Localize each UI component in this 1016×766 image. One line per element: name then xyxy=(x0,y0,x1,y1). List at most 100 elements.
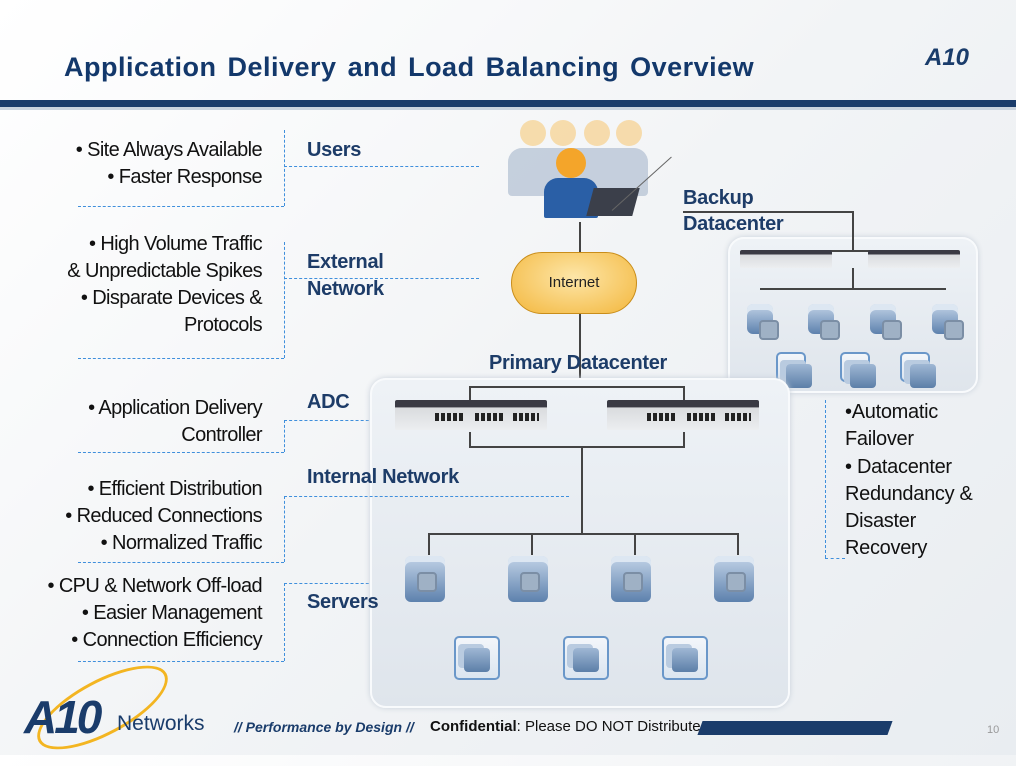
a10-logo-corner: A10 xyxy=(925,44,970,71)
label-adc: ADC xyxy=(307,391,350,413)
adc-bullets: • Application Delivery Controller xyxy=(88,395,262,449)
adc-appliance xyxy=(607,400,759,430)
connector-line xyxy=(579,314,581,388)
connector-line xyxy=(737,533,739,555)
backup-adc-appliance xyxy=(740,250,832,268)
connector-line xyxy=(469,386,471,402)
dashed-divider xyxy=(825,558,845,559)
slide-title: Application Delivery and Load Balancing … xyxy=(64,52,755,82)
connector-line xyxy=(581,446,583,534)
dashed-divider xyxy=(825,400,826,558)
adc-appliance xyxy=(395,400,547,430)
bullet: Redundancy & xyxy=(845,482,973,505)
bullet: • CPU & Network Off-load xyxy=(47,575,262,597)
external-bullets: • High Volume Traffic & Unpredictable Sp… xyxy=(67,231,262,339)
bullet: & Unpredictable Spikes xyxy=(67,260,262,282)
connector-line xyxy=(683,211,853,213)
bullet: • Normalized Traffic xyxy=(100,532,263,554)
connector-line xyxy=(469,446,685,448)
server-icon xyxy=(405,556,445,602)
backup-adc-appliance xyxy=(868,250,960,268)
connector-line xyxy=(428,533,739,535)
connector-line xyxy=(782,250,914,252)
dashed-divider xyxy=(284,166,479,167)
server-icon xyxy=(714,556,754,602)
dashed-divider xyxy=(284,583,379,584)
virtual-server-icon xyxy=(563,636,609,680)
bullet: • Faster Response xyxy=(107,166,262,188)
connector-line xyxy=(683,432,685,448)
backup-server-icon xyxy=(932,304,964,340)
server-icon xyxy=(611,556,651,602)
bullet: Controller xyxy=(181,424,262,446)
bullet: • High Volume Traffic xyxy=(88,233,263,255)
label-external-network: External Network xyxy=(307,251,384,300)
bullet: Disaster xyxy=(845,510,916,533)
virtual-server-icon xyxy=(454,636,500,680)
servers-bullets: • CPU & Network Off-load • Easier Manage… xyxy=(47,573,262,654)
dashed-divider xyxy=(284,420,379,421)
backup-vm-icon xyxy=(900,352,936,388)
connector-line xyxy=(683,386,685,402)
label-users: Users xyxy=(307,139,362,161)
bullet: •Automatic xyxy=(845,401,938,423)
title-band-shadow xyxy=(0,107,1016,110)
dashed-divider xyxy=(284,420,285,452)
dashed-divider xyxy=(78,661,284,662)
dashed-divider xyxy=(78,452,284,453)
connector-line xyxy=(428,533,430,555)
bullet: • Connection Efficiency xyxy=(71,629,262,651)
connector-line xyxy=(579,222,581,254)
bullet: • Easier Management xyxy=(81,602,263,624)
backup-server-icon xyxy=(870,304,902,340)
brand-name: Networks xyxy=(117,712,205,735)
internet-cloud: Internet xyxy=(511,252,637,314)
backup-server-icon xyxy=(747,304,779,340)
bullet: Recovery xyxy=(845,537,928,560)
bullet: • Application Delivery xyxy=(88,397,262,419)
internet-label: Internet xyxy=(548,274,600,291)
bullet: • Reduced Connections xyxy=(65,505,262,527)
dashed-divider xyxy=(284,242,285,358)
label-backup-datacenter: Backup Datacenter xyxy=(683,187,784,235)
dashed-divider xyxy=(284,496,285,562)
bullet: • Disparate Devices & xyxy=(80,287,263,309)
bullet: Failover xyxy=(845,428,914,451)
backup-server-icon xyxy=(808,304,840,340)
bullet: • Site Always Available xyxy=(75,139,263,161)
connector-line xyxy=(634,533,636,555)
internal-bullets: • Efficient Distribution • Reduced Conne… xyxy=(65,476,262,557)
connector-line xyxy=(760,288,946,290)
footer-bar xyxy=(697,721,893,735)
connector-line xyxy=(852,268,854,288)
label-internal-network: Internal Network xyxy=(307,466,459,488)
dashed-divider xyxy=(284,130,285,206)
dashed-divider xyxy=(78,206,284,207)
tagline: // Performance by Design // xyxy=(234,719,414,735)
title-band xyxy=(0,100,1016,107)
dashed-divider xyxy=(78,358,284,359)
a10-logo: A10 xyxy=(24,691,102,743)
virtual-server-icon xyxy=(662,636,708,680)
connector-line xyxy=(852,211,854,251)
label-primary-datacenter: Primary Datacenter xyxy=(489,352,668,374)
page-number: 10 xyxy=(987,724,1000,736)
backup-vm-icon xyxy=(840,352,876,388)
users-bullets: • Site Always Available • Faster Respons… xyxy=(75,137,263,191)
backup-bullets: •Automatic Failover • Datacenter Redunda… xyxy=(845,399,973,563)
confidential-label: Confidential xyxy=(430,718,517,735)
users-group-icon xyxy=(500,118,660,223)
label-servers: Servers xyxy=(307,591,379,613)
bullet: Protocols xyxy=(184,314,263,336)
connector-line xyxy=(469,386,684,388)
dashed-divider xyxy=(284,496,569,497)
dashed-divider xyxy=(284,583,285,661)
connector-line xyxy=(469,432,471,448)
dashed-divider xyxy=(284,278,479,279)
confidential-notice: Confidential: Please DO NOT Distribute xyxy=(430,718,701,735)
connector-line xyxy=(531,533,533,555)
server-icon xyxy=(508,556,548,602)
backup-vm-icon xyxy=(776,352,812,388)
dashed-divider xyxy=(78,562,284,563)
bullet: • Efficient Distribution xyxy=(87,478,262,500)
